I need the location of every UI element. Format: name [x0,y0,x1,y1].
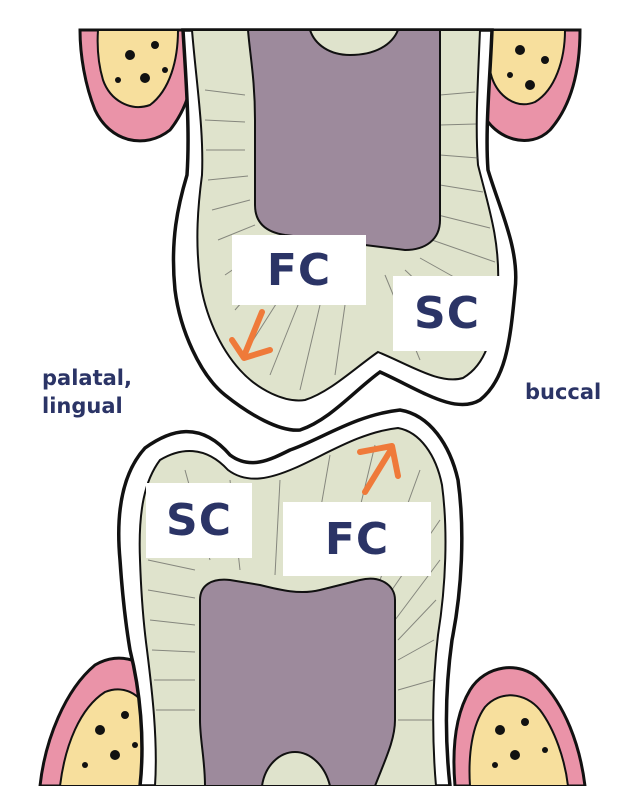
lower-tooth [119,410,462,786]
upper-left-gingiva [80,30,196,141]
lingual-text: lingual [42,392,132,420]
lower-sc-label: SC [146,483,252,558]
lower-right-gingiva [454,668,585,786]
palatal-text: palatal, [42,364,132,392]
upper-sc-label: SC [393,276,501,351]
upper-fc-label: FC [232,235,366,305]
upper-tooth [173,30,515,430]
buccal-label: buccal [525,378,601,406]
palatal-lingual-label: palatal, lingual [42,364,132,420]
lower-fc-label: FC [283,502,431,576]
